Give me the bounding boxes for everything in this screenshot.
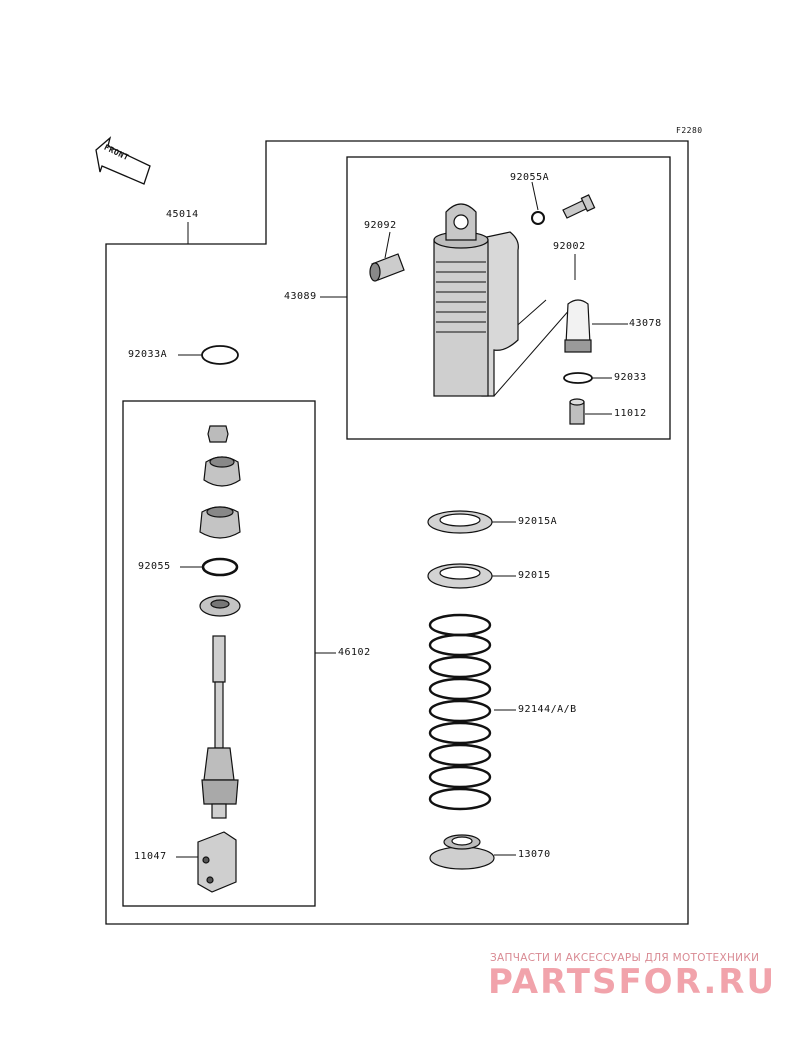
valve-11012 [569,398,585,425]
seal-head [199,595,241,617]
cap-43078 [564,299,592,353]
figure-reference-code: F2280 [676,126,703,135]
rod-guide-upper [203,456,241,487]
label-11012: 11012 [614,408,647,419]
label-92092: 92092 [364,220,397,231]
label-92055a: 92055A [510,172,550,183]
label-13070: 13070 [518,849,551,860]
label-43089: 43089 [284,291,317,302]
shock-body [433,203,519,397]
spring-nut-92015 [427,563,493,589]
label-92033a: 92033A [128,349,168,360]
piston-rod [201,635,239,819]
circlip-92033 [563,372,593,384]
spring-nut-92015a [427,510,493,534]
oring-92055 [201,557,239,577]
label-92144: 92144/A/B [518,704,577,715]
label-92015a: 92015A [518,516,558,527]
label-45014: 45014 [166,209,199,220]
bump-stop [199,506,241,539]
circlip-92033a [201,345,239,365]
spring-92144 [428,613,492,811]
spring-seat-13070 [429,834,495,870]
label-11047: 11047 [134,851,167,862]
label-92033: 92033 [614,372,647,383]
watermark-tagline: ЗАПЧАСТИ И АКСЕССУАРЫ ДЛЯ МОТОТЕХНИКИ [490,952,760,964]
assembly-frame [105,140,689,925]
shock-body-box [346,156,671,440]
clevis-11047 [197,831,237,893]
label-92015: 92015 [518,570,551,581]
front-arrow-icon [95,136,151,185]
label-92055: 92055 [138,561,171,572]
bolt-92002 [562,194,596,219]
watermark-brand: PARTSFOR.RU [488,962,777,1002]
label-46102: 46102 [338,647,371,658]
bushing-92092 [369,253,405,282]
label-92002: 92002 [553,241,586,252]
oring-92055a [531,211,545,225]
rod-nut [207,425,229,443]
label-43078: 43078 [629,318,662,329]
